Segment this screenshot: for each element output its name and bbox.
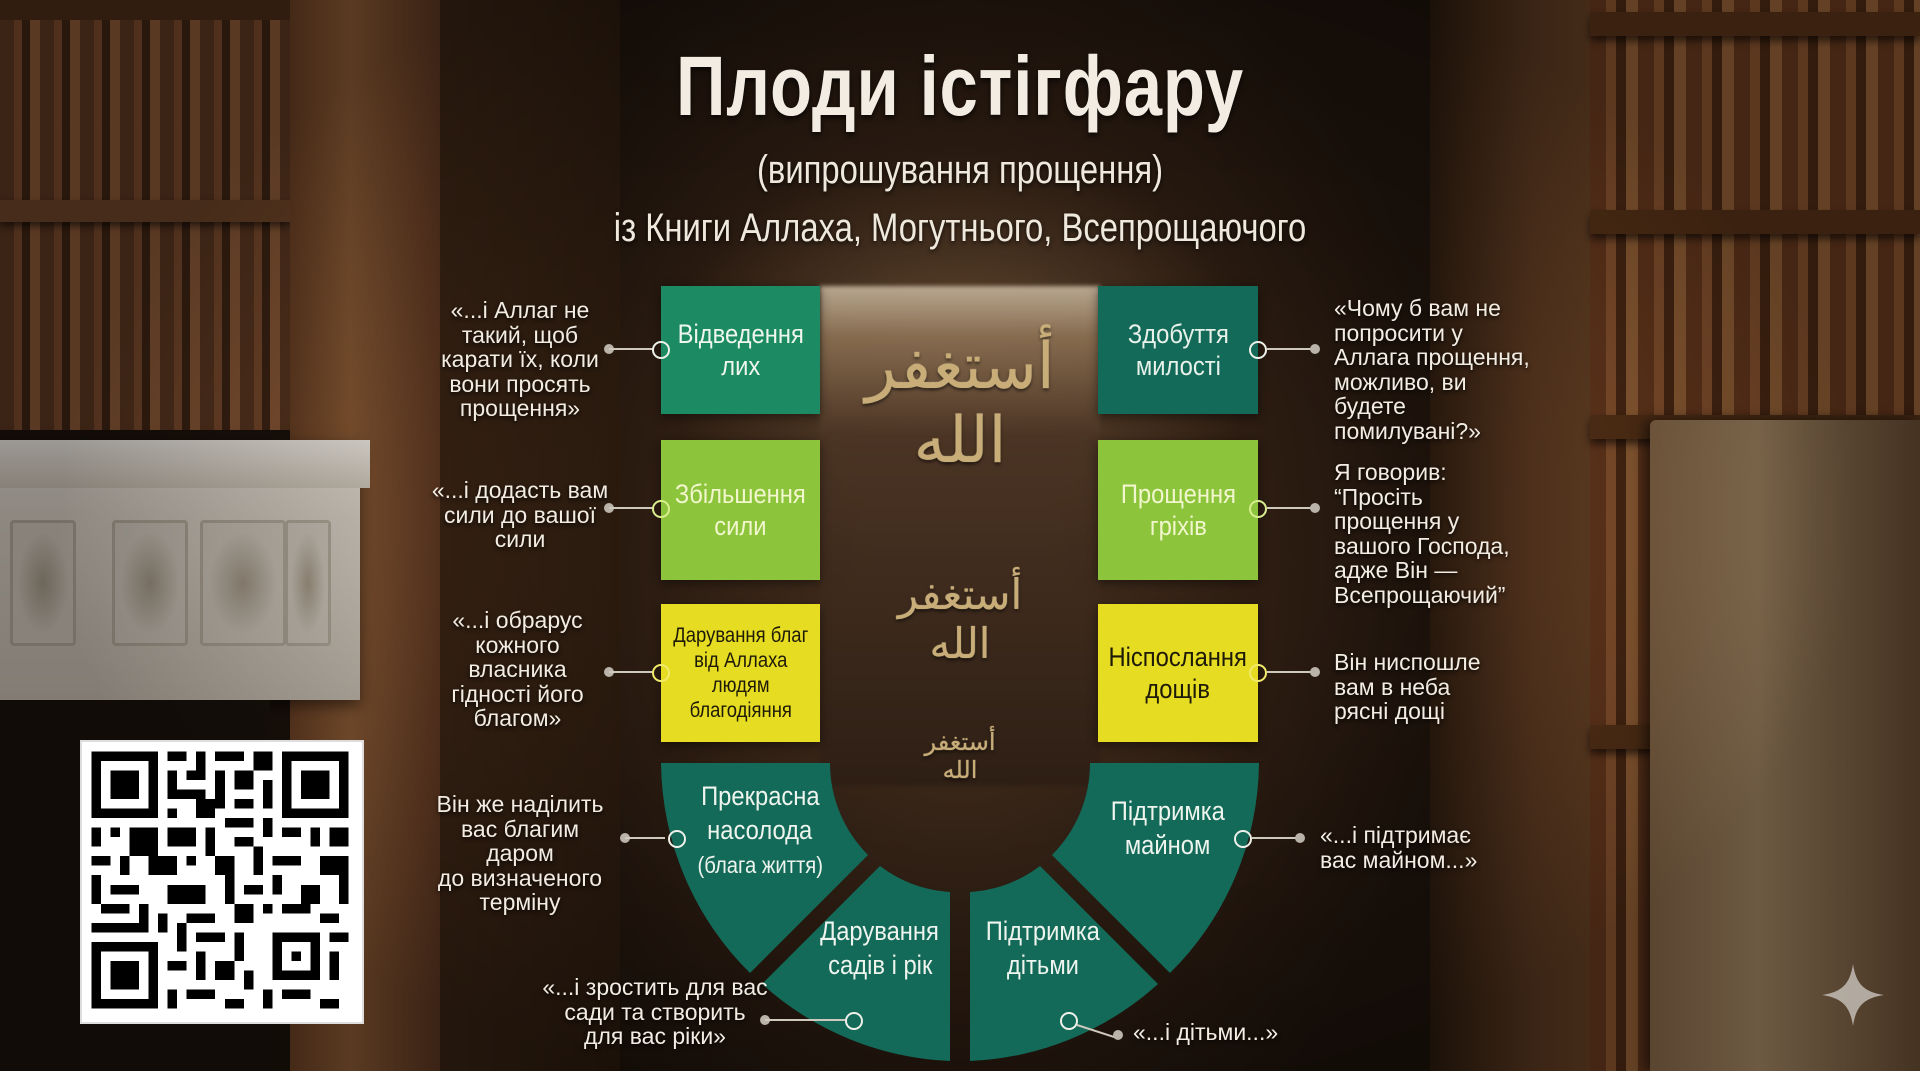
- sparkle-star-icon: [1822, 964, 1884, 1026]
- connector-dot: [1310, 667, 1320, 677]
- carved-wood-pillar: [1650, 420, 1920, 1071]
- arc-label-beautiful-enjoyment: Прекрасна насолода (блага життя): [697, 781, 823, 878]
- left-bookshelf: [0, 0, 290, 430]
- connector-ring: [652, 341, 670, 359]
- connector-line: [1267, 671, 1312, 673]
- connector-ring: [1249, 341, 1267, 359]
- connector-line: [625, 837, 665, 839]
- left-shadow-panel: [440, 0, 620, 1071]
- connector-ring: [845, 1012, 863, 1030]
- arc-label-gardens-rivers: Дарування садів і рік: [820, 916, 940, 980]
- connector-dot: [1310, 344, 1320, 354]
- connector-line: [765, 1019, 847, 1021]
- connector-ring: [1249, 500, 1267, 518]
- connector-dot: [1310, 503, 1320, 513]
- source-line: із Книги Аллаха, Могутнього, Всепрощаючо…: [613, 206, 1307, 250]
- page-title: Плоди істігфару: [675, 39, 1245, 133]
- connector-ring: [652, 664, 670, 682]
- calligraphy-icon-small: أستغفر الله: [924, 728, 996, 784]
- connector-line: [609, 507, 654, 509]
- connector-line: [609, 671, 654, 673]
- arc-label-children: Підтримка дітьми: [985, 916, 1100, 980]
- qr-code[interactable]: [80, 740, 364, 1024]
- right-wood-panel: [1430, 0, 1600, 1071]
- arc-segment-gardens-rivers: [762, 866, 950, 1061]
- arc-segment-children: [970, 866, 1158, 1061]
- quote-children: «...і дітьми...»: [1133, 1019, 1279, 1045]
- page-subtitle: (випрошування прощення): [756, 148, 1164, 192]
- arc-segment-wealth: [1052, 763, 1259, 973]
- connector-dot: [1295, 833, 1305, 843]
- connector-ring: [1234, 830, 1252, 848]
- calligraphy-icon-large: أستغفر الله: [865, 330, 1055, 478]
- marble-fireplace: [0, 440, 370, 700]
- arc-label-wealth: Підтримка майном: [1110, 796, 1225, 860]
- connector-line: [1267, 348, 1312, 350]
- connector-line: [1267, 507, 1312, 509]
- qr-code-pattern: [82, 742, 358, 1018]
- calligraphy-icon-medium: أستغفر الله: [897, 570, 1023, 668]
- connector-line: [609, 348, 654, 350]
- connector-line: [1252, 837, 1297, 839]
- connector-ring: [1249, 664, 1267, 682]
- arc-segment-beautiful-enjoyment: [661, 763, 868, 973]
- connector-ring: [1060, 1012, 1078, 1030]
- connector-dot: [1113, 1030, 1123, 1040]
- center-library-view: [820, 286, 1100, 786]
- connector-ring: [668, 830, 686, 848]
- connector-ring: [652, 500, 670, 518]
